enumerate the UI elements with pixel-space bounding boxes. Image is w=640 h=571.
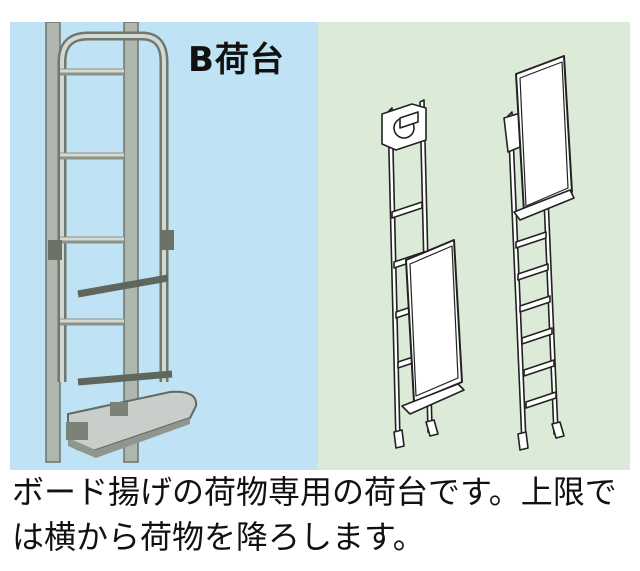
ladder-photo <box>45 22 198 463</box>
caption-line-2: は横から荷物を降ろします。 <box>12 518 425 556</box>
ladder-diagram-board-low <box>381 99 465 449</box>
caption: ボード揚げの荷物専用の荷台です。上限で は横から荷物を降ろします。 <box>12 470 632 560</box>
ladder-diagram-board-high <box>503 55 575 451</box>
carrier-label: B荷台 <box>188 40 285 80</box>
photo-panel <box>10 22 318 470</box>
ladder-diagrams <box>381 55 575 451</box>
diagram-panel <box>318 22 630 470</box>
caption-line-1: ボード揚げの荷物専用の荷台です。上限で <box>12 473 617 511</box>
